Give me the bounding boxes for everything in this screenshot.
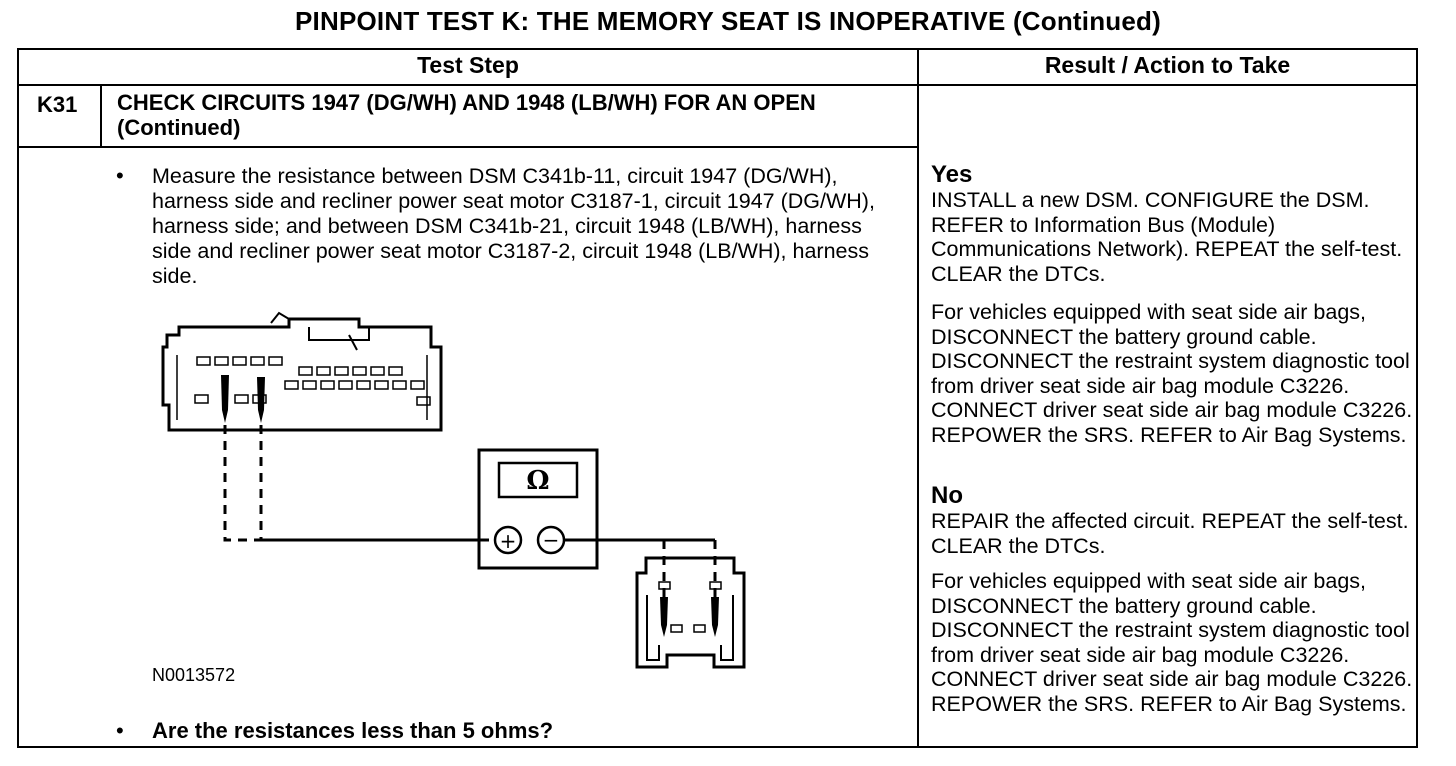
no-action: REPAIR the affected circuit. REPEAT the …: [931, 509, 1409, 558]
step-title-divider: [19, 146, 919, 148]
column-divider: [917, 50, 919, 746]
figure-id: N0013572: [152, 665, 236, 685]
plus-sign: +: [500, 529, 517, 553]
dsm-dashed-leads: [223, 425, 263, 542]
question-bullet: •: [116, 718, 124, 743]
yes-airbag-note: For vehicles equipped with seat side air…: [931, 300, 1413, 447]
result-yes: Yes INSTALL a new DSM. CONFIGURE the DSM…: [931, 162, 1413, 286]
ohmmeter-body: [477, 448, 599, 570]
dsm-probes: [221, 375, 265, 423]
no-airbag-note: For vehicles equipped with seat side air…: [931, 569, 1413, 716]
page-title: PINPOINT TEST K: THE MEMORY SEAT IS INOP…: [295, 6, 1161, 36]
step-question: Are the resistances less than 5 ohms?: [152, 718, 554, 743]
result-no: No REPAIR the affected circuit. REPEAT t…: [931, 483, 1413, 558]
result-yes-note: For vehicles equipped with seat side air…: [931, 300, 1413, 447]
motor-probes: [660, 597, 719, 637]
result-no-note: For vehicles equipped with seat side air…: [931, 569, 1413, 716]
step-id-divider: [100, 84, 102, 146]
no-label: No: [931, 482, 963, 509]
yes-action: INSTALL a new DSM. CONFIGURE the DSM. RE…: [931, 188, 1403, 286]
minus-sign: −: [543, 528, 560, 552]
motor-dashed-leads: [662, 540, 717, 610]
yes-label: Yes: [931, 161, 973, 188]
step-instruction: Measure the resistance between DSM C341b…: [152, 164, 875, 288]
wiring-diagram: Ω + −: [161, 311, 746, 669]
dsm-connector-body: [161, 317, 443, 432]
pinpoint-test-table: Test Step Result / Action to Take K31 CH…: [17, 48, 1418, 748]
step-id: K31: [37, 92, 78, 117]
positive-terminal: [493, 525, 523, 555]
test-step-header: Test Step: [417, 52, 519, 78]
motor-pins: [658, 581, 722, 633]
ohm-symbol: Ω: [526, 466, 549, 496]
dsm-pins: [194, 356, 431, 406]
result-action-header: Result / Action to Take: [1044, 52, 1291, 78]
motor-connector-body: [635, 556, 746, 669]
header-divider: [19, 84, 1416, 86]
step-title: CHECK CIRCUITS 1947 (DG/WH) AND 1948 (LB…: [117, 90, 816, 140]
bullet: •: [116, 163, 124, 188]
ohmmeter-display: [497, 461, 579, 499]
